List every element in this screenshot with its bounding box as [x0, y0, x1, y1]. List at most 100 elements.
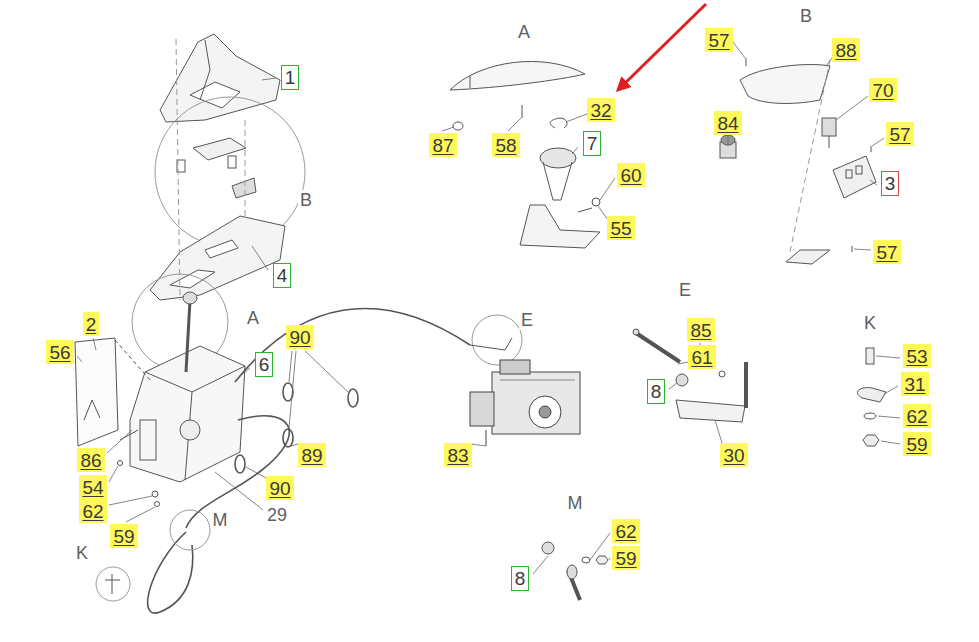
callout-number: 90 [266, 476, 293, 500]
view-letter: E [677, 280, 693, 300]
main-assembly-shape [84, 400, 100, 420]
main-assembly-shape [200, 40, 210, 100]
detail-a-shape [470, 76, 471, 88]
detail-b [720, 58, 876, 264]
callout-number: 85 [687, 318, 714, 342]
leader-lines-shape [93, 338, 96, 350]
part-callout-green: 1 [281, 65, 300, 90]
detail-m-shape [582, 557, 590, 563]
main-assembly-shape [228, 156, 236, 168]
part-callout-green: 7 [583, 131, 602, 156]
leader-lines-shape [728, 136, 729, 146]
cable [148, 308, 470, 613]
detail-a-shape [592, 198, 600, 206]
callout-number: 70 [869, 78, 896, 102]
main-assembly-shape [232, 178, 256, 198]
leader-lines-shape [881, 441, 900, 444]
cable-shape [235, 308, 470, 382]
leader-lines-shape [572, 147, 578, 154]
detail-e-shape [636, 333, 680, 362]
detail-b-shape [871, 146, 872, 152]
detail-k-shape [864, 413, 876, 419]
view-letter: A [516, 22, 532, 42]
leader-lines-shape [215, 472, 263, 510]
detail-m-shape [542, 542, 554, 554]
leader-lines-shape [291, 444, 298, 446]
leader-lines [77, 42, 900, 574]
detail-b-shape [856, 166, 862, 174]
detail-a-shape [550, 118, 567, 128]
leader-lines-shape [600, 178, 615, 200]
leader-lines-shape [246, 467, 266, 478]
leader-lines-shape [678, 362, 688, 364]
leader-lines-shape [854, 249, 871, 250]
leader-lines-shape [566, 114, 587, 122]
detail-m [542, 542, 608, 600]
pump-shape [500, 380, 575, 381]
detail-b-shape [846, 170, 852, 178]
view-letter: E [519, 310, 535, 330]
highlight-arrow [618, 4, 706, 90]
leader-lines-shape [77, 356, 82, 362]
view-letter: 29 [265, 505, 289, 525]
callout-number: 57 [873, 240, 900, 264]
detail-circles-shape [472, 315, 522, 365]
main-assembly-shape [180, 420, 200, 440]
detail-a [450, 61, 600, 248]
view-letter: M [566, 493, 585, 513]
main-assembly-shape [176, 39, 180, 300]
detail-b-shape [829, 136, 830, 148]
leader-lines-shape [872, 138, 884, 146]
callout-number: 86 [77, 448, 104, 472]
main-assembly-shape [152, 491, 158, 497]
pump-shape [500, 360, 530, 374]
pump [470, 360, 580, 446]
leader-lines-shape [126, 507, 155, 522]
leader-lines-shape [109, 466, 118, 482]
detail-a-shape [578, 208, 592, 212]
main-assembly-shape [150, 216, 285, 300]
leader-lines-shape [533, 556, 548, 574]
detail-e-shape [719, 371, 725, 377]
callout-number: 54 [79, 475, 106, 499]
main-assembly-shape [160, 34, 280, 122]
callout-number: 88 [832, 38, 859, 62]
leader-lines-shape [508, 118, 521, 131]
detail-b-shape [786, 250, 830, 264]
leader-lines-shape [870, 180, 877, 185]
leader-lines-shape [305, 351, 348, 392]
detail-b-shape [822, 118, 836, 136]
detail-e-shape [744, 362, 748, 408]
callout-number: 56 [46, 340, 73, 364]
leader-lines-shape [669, 383, 677, 389]
pump-shape [539, 406, 551, 418]
main-assembly-shape [183, 292, 197, 304]
callout-number: 90 [286, 325, 313, 349]
part-callout-green: 8 [511, 566, 530, 591]
main-assembly [75, 34, 305, 507]
detail-e-shape [633, 329, 639, 335]
callout-number: 62 [79, 499, 106, 523]
leader-lines-shape [884, 386, 898, 394]
leader-lines-shape [826, 58, 832, 66]
pump-shape [486, 430, 487, 446]
detail-a-shape [450, 61, 585, 90]
cable-shape [186, 416, 289, 528]
leader-lines-shape [107, 430, 132, 453]
view-letter: A [245, 308, 261, 328]
callout-number: 30 [720, 443, 747, 467]
callout-number: 61 [688, 345, 715, 369]
callout-number: 57 [705, 28, 732, 52]
part-callout-green: 6 [255, 352, 274, 377]
detail-circles-shape [105, 574, 120, 594]
pump-shape [492, 372, 580, 434]
detail-a-shape [520, 205, 600, 248]
callout-number: 59 [612, 546, 639, 570]
main-assembly-shape [155, 502, 160, 507]
cable-shape [235, 455, 245, 473]
leader-lines-shape [733, 42, 745, 58]
main-assembly-shape [186, 300, 190, 372]
leader-lines-shape [252, 246, 268, 270]
leader-lines-shape [109, 496, 152, 505]
